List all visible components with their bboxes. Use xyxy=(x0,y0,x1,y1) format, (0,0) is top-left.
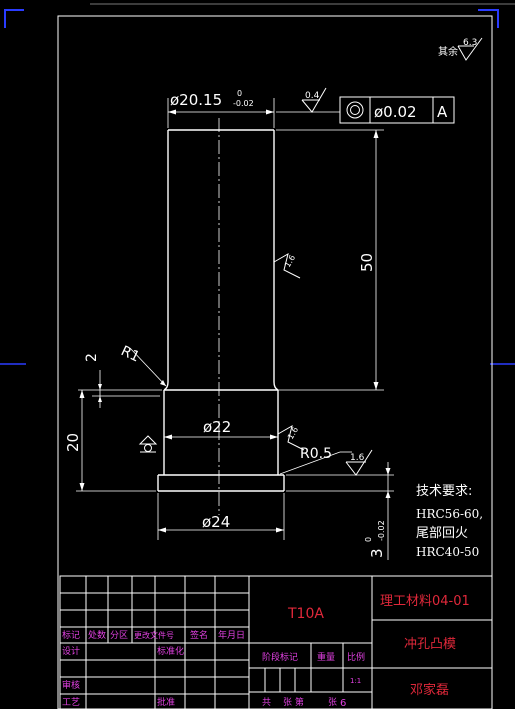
tb-r-stage: 阶段标记 xyxy=(262,651,298,663)
tech-line3: HRC40-50 xyxy=(416,545,479,559)
flange-tol-lower: -0.02 xyxy=(377,520,386,541)
tb-r-std: 标准化 xyxy=(157,645,184,657)
tb-r-design: 设计 xyxy=(62,645,80,657)
roughness-shank: 1.6 xyxy=(273,252,301,279)
roughness-top: 0.4 xyxy=(276,87,340,113)
dim-r05: R0.5 xyxy=(279,446,352,475)
length-50-label: 50 xyxy=(358,253,376,272)
dim-top-diameter: ø20.15 0 -0.02 xyxy=(167,89,275,128)
general-roughness-prefix: 其余 xyxy=(438,45,458,58)
dim-r1: R1 xyxy=(118,343,167,387)
tb-h-count: 处数 xyxy=(88,629,106,641)
flange-thk-label: 3 xyxy=(368,548,386,558)
gdt-tolerance: ø0.02 xyxy=(374,103,417,121)
tb-h-mark: 标记 xyxy=(62,629,80,641)
tb-r-total: 共 xyxy=(262,697,271,708)
tb-h-sign: 签名 xyxy=(190,629,208,641)
dim-gap-2: 2 xyxy=(78,353,162,408)
dim-length-50: 50 xyxy=(276,129,384,391)
tb-r-approve: 批准 xyxy=(157,696,175,708)
general-roughness: 其余 6.3 xyxy=(438,37,483,61)
general-roughness-value: 6.3 xyxy=(463,38,477,48)
top-dia-tol-upper: 0 xyxy=(237,89,242,98)
tb-part-name: 冲孔凸模 xyxy=(404,637,456,652)
gdt-datum: A xyxy=(437,103,448,121)
roughness-top-value: 0.4 xyxy=(305,91,320,101)
title-block: T10A 理工材料04-01 冲孔凸模 邓家磊 标记 处数 分区 更改文件号 签… xyxy=(59,575,493,709)
roughness-flange: 1.6 xyxy=(345,449,373,476)
tb-h-date: 年月日 xyxy=(218,629,245,641)
viewport-corner-tr xyxy=(478,9,499,28)
dim-flange-diameter: ø24 xyxy=(157,493,285,540)
tech-line1: HRC56-60, xyxy=(416,507,483,521)
r1-label: R1 xyxy=(118,343,142,365)
tb-r-weight: 重量 xyxy=(317,651,335,663)
dim-height-20: 20 xyxy=(64,390,156,492)
tech-line2: 尾部回火 xyxy=(416,526,468,541)
tb-r-process: 工艺 xyxy=(62,697,80,708)
tb-r-sheet: 张 xyxy=(328,697,337,708)
dim-collar-diameter: ø22 xyxy=(138,418,278,453)
drawing-border xyxy=(57,15,493,709)
part-outline xyxy=(157,129,285,492)
tb-r-scale-val: 1:1 xyxy=(350,677,361,685)
tech-requirements: 技术要求: HRC56-60, 尾部回火 HRC40-50 xyxy=(416,484,483,559)
dim-flange-thk: 3 0 -0.02 xyxy=(286,462,394,560)
top-dia-tol-lower: -0.02 xyxy=(233,99,254,108)
tb-r-sheet-num: 6 xyxy=(340,698,346,709)
tb-r-review: 审核 xyxy=(62,679,80,691)
gap-2-label: 2 xyxy=(84,353,100,362)
tech-heading: 技术要求: xyxy=(416,484,472,499)
tb-material: T10A xyxy=(287,606,324,622)
r05-label: R0.5 xyxy=(300,446,332,462)
gdt-frame: ø0.02 A xyxy=(339,96,455,124)
top-dia-label: ø20.15 xyxy=(170,91,222,109)
tb-r-sheets: 张 第 xyxy=(283,696,304,708)
tb-h-zone: 分区 xyxy=(110,630,128,641)
flange-dia-label: ø24 xyxy=(202,513,230,531)
flange-tol-upper: 0 xyxy=(364,537,373,542)
tb-r-scale: 比例 xyxy=(347,651,365,663)
tb-school: 理工材料04-01 xyxy=(380,594,470,609)
collar-dia-label: ø22 xyxy=(203,418,231,436)
viewport-corner-tl xyxy=(4,9,24,28)
tb-designer: 邓家磊 xyxy=(410,682,449,698)
roughness-flange-value: 1.6 xyxy=(350,453,365,463)
tb-h-doc: 更改文件号 xyxy=(134,630,174,640)
height-20-label: 20 xyxy=(64,433,82,452)
